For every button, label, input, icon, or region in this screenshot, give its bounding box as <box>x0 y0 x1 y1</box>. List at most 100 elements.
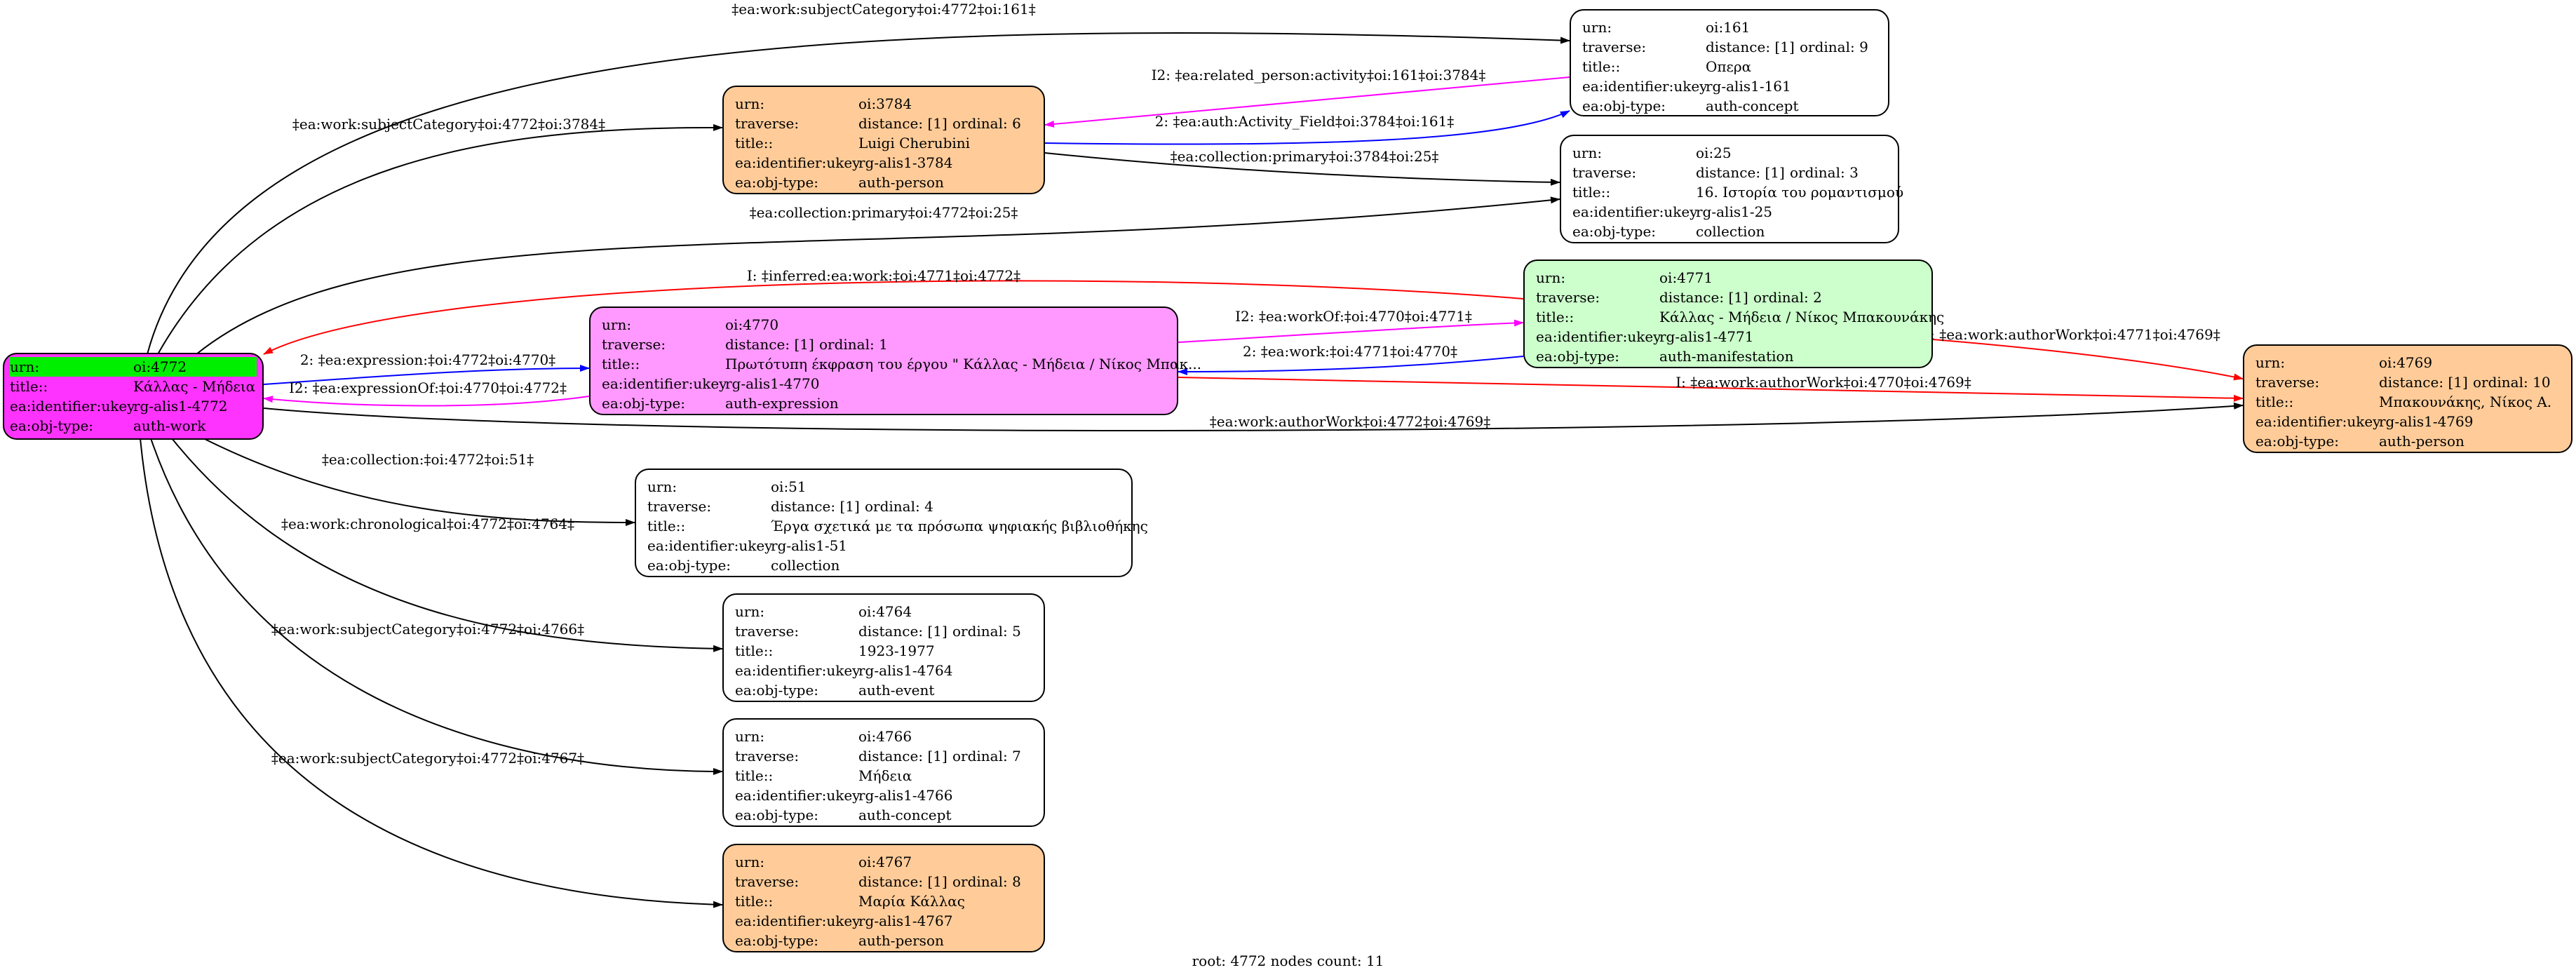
ukey-label: ea:identifier:ukey <box>2255 413 2381 430</box>
edge-e4 <box>1044 76 1570 128</box>
node-4769[interactable]: urn:oi:4769 traverse:distance: [1]ordina… <box>2243 344 2572 453</box>
node-row-urn: urn:oi:4769 <box>2255 353 2561 372</box>
objtype-label: ea:obj-type: <box>602 395 686 412</box>
distance-value: distance: [1] <box>1659 289 1748 306</box>
title-label: title:: <box>1536 309 1574 325</box>
ukey-label: ea:identifier:ukey <box>735 662 861 679</box>
title-value: 16. Ιστορία του ρομαντισμού <box>1696 184 1904 201</box>
node-row-traverse: traverse:distance: [1]ordinal: 5 <box>735 621 1034 641</box>
distance-value: distance: [1] <box>771 498 860 515</box>
edge-label-e6: ‡ea:collection:primary‡oi:3784‡oi:25‡ <box>1171 148 1439 165</box>
title-label: title:: <box>735 135 774 151</box>
node-row-title: title::Πρωτότυπη έκφραση του έργου " Κάλ… <box>602 354 1201 374</box>
ukey-label: ea:identifier:ukey <box>735 787 861 804</box>
urn-value: oi:4769 <box>2379 354 2433 371</box>
urn-label: urn: <box>735 728 765 745</box>
edge-e3 <box>196 196 1560 355</box>
urn-value: oi:4772 <box>133 358 187 375</box>
node-row-objtype: ea:obj-type:collection <box>647 555 1121 575</box>
ordinal-value: ordinal: 6 <box>952 115 1021 132</box>
urn-label: urn: <box>735 854 765 870</box>
objtype-value: auth-person <box>858 174 944 191</box>
edge-label-e9: I2: ‡ea:expressionOf:‡oi:4770‡oi:4772‡ <box>289 379 567 396</box>
node-3784[interactable]: urn:oi:3784 traverse:distance: [1]ordina… <box>722 86 1045 194</box>
node-4766[interactable]: urn:oi:4766 traverse:distance: [1]ordina… <box>722 718 1045 827</box>
edge-label-e2: ‡ea:work:subjectCategory‡oi:4772‡oi:3784… <box>292 116 605 133</box>
urn-value: oi:4771 <box>1659 269 1713 286</box>
node-4771[interactable]: urn:oi:4771 traverse:distance: [1]ordina… <box>1523 260 1944 368</box>
node-row-objtype: ea:obj-type:auth-concept <box>1582 96 1878 116</box>
edge-label-e11: 2: ‡ea:work:‡oi:4771‡oi:4770‡ <box>1243 343 1457 360</box>
node-51[interactable]: urn:oi:51 traverse:distance: [1]ordinal:… <box>635 469 1148 577</box>
edge-e5 <box>1044 110 1570 145</box>
ukey-value: rg-alis1-4769 <box>2379 413 2474 430</box>
objtype-value: auth-expression <box>725 395 839 412</box>
distance-value: distance: [1] <box>1706 39 1795 55</box>
objtype-value: collection <box>771 557 840 574</box>
title-value: Έργα σχετικά με τα πρόσωπα ψηφιακής βιβλ… <box>771 518 1148 534</box>
node-row-traverse: traverse:distance: [1]ordinal: 1 <box>602 335 1167 354</box>
ordinal-value: ordinal: 1 <box>819 336 888 353</box>
node-row-title: title::Μπακουνάκης, Νίκος Α. <box>2255 392 2561 412</box>
ukey-value: rg-alis1-25 <box>1696 203 1773 220</box>
edge-e18 <box>140 438 723 908</box>
title-value: Μήδεια <box>858 767 912 784</box>
title-value: Κάλλας - Μήδεια <box>133 378 256 395</box>
edge-e9 <box>263 396 590 407</box>
node-4770[interactable]: urn:oi:4770 traverse:distance: [1]ordina… <box>589 306 1201 415</box>
edge-label-e12: I: ‡ea:work:authorWork‡oi:4771‡oi:4769‡ <box>1924 326 2220 343</box>
edge-e14 <box>263 402 2244 431</box>
traverse-label: traverse: <box>2255 374 2320 391</box>
objtype-label: ea:obj-type: <box>735 682 819 699</box>
node-row-objtype: ea:obj-type: auth-work <box>10 416 257 436</box>
ukey-value: rg-alis1-4770 <box>725 375 820 392</box>
urn-label: urn: <box>10 358 40 375</box>
node-row-urn: urn:oi:4767 <box>735 852 1034 872</box>
urn-label: urn: <box>602 316 632 333</box>
distance-value: distance: [1] <box>858 873 948 890</box>
urn-label: urn: <box>735 95 765 112</box>
edge-e2 <box>157 123 723 355</box>
edge-e6 <box>1044 152 1560 186</box>
node-4764[interactable]: urn:oi:4764 traverse:distance: [1]ordina… <box>722 593 1045 702</box>
distance-value: distance: [1] <box>2379 374 2468 391</box>
ukey-value: rg-alis1-4767 <box>858 912 953 929</box>
node-row-title: title::Μαρία Κάλλας <box>735 891 1034 911</box>
title-value: Πρωτότυπη έκφραση του έργου " Κάλλας - Μ… <box>725 356 1202 372</box>
traverse-label: traverse: <box>1582 39 1647 55</box>
title-value: Μπακουνάκης, Νίκος Α. <box>2379 393 2552 410</box>
edge-label-e18: ‡ea:work:subjectCategory‡oi:4772‡oi:4767… <box>271 750 584 767</box>
node-4767[interactable]: urn:oi:4767 traverse:distance: [1]ordina… <box>722 844 1045 952</box>
node-25[interactable]: urn:oi:25 traverse:distance: [1]ordinal:… <box>1560 135 1903 243</box>
node-root-4772[interactable]: urn: oi:4772 title:: Κάλλας - Μήδεια ea:… <box>3 353 264 440</box>
edge-label-e13: I: ‡ea:work:authorWork‡oi:4770‡oi:4769‡ <box>1675 374 1971 391</box>
title-label: title:: <box>1572 184 1611 201</box>
objtype-label: ea:obj-type: <box>735 174 819 191</box>
ukey-value: rg-alis1-4772 <box>133 398 228 415</box>
urn-value: oi:4770 <box>725 316 779 333</box>
ukey-value: rg-alis1-4771 <box>1659 328 1754 345</box>
edge-label-e8: 2: ‡ea:expression:‡oi:4772‡oi:4770‡ <box>300 351 555 368</box>
ukey-label: ea:identifier:ukey <box>10 398 135 415</box>
title-label: title:: <box>2255 393 2294 410</box>
distance-value: distance: [1] <box>725 336 814 353</box>
ordinal-value: ordinal: 3 <box>1790 164 1859 181</box>
title-label: title:: <box>10 378 48 395</box>
urn-value: oi:4764 <box>858 603 912 620</box>
title-value: Οπερα <box>1706 58 1752 75</box>
title-value: Κάλλας - Μήδεια / Νίκος Μπακουνάκης <box>1659 309 1945 325</box>
title-label: title:: <box>735 642 774 659</box>
node-row-title: title::Κάλλας - Μήδεια / Νίκος Μπακουνάκ… <box>1536 307 1944 327</box>
node-row-urn: urn:oi:161 <box>1582 18 1878 37</box>
node-161[interactable]: urn:oi:161 traverse:distance: [1]ordinal… <box>1570 9 1889 116</box>
edge-e8 <box>263 365 590 385</box>
traverse-label: traverse: <box>1572 164 1637 181</box>
ukey-label: ea:identifier:ukey <box>735 912 861 929</box>
urn-value: oi:4766 <box>858 728 912 745</box>
